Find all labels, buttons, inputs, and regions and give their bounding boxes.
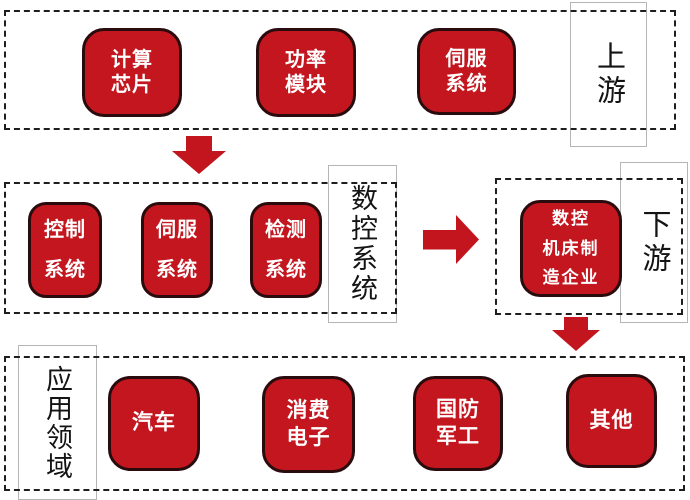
node-servo-system: 伺服 系统 bbox=[141, 202, 213, 298]
cnc-system-dashed-box bbox=[4, 182, 397, 314]
node-others: 其他 bbox=[566, 374, 657, 468]
node-power-module: 功率 模块 bbox=[256, 28, 356, 117]
node-detection-system-label: 检测 系统 bbox=[265, 219, 307, 281]
node-control-system: 控制 系统 bbox=[28, 202, 102, 298]
arrow-right-icon-cnc-to-downstream bbox=[423, 215, 479, 264]
arrow-down-icon-downstream-to-applications bbox=[552, 317, 600, 351]
node-automobile-label: 汽车 bbox=[132, 411, 176, 435]
node-others-label: 其他 bbox=[589, 408, 634, 432]
node-defense-military: 国防 军工 bbox=[413, 376, 503, 471]
node-automobile: 汽车 bbox=[108, 376, 200, 471]
downstream-dashed-box bbox=[495, 178, 683, 315]
node-cnc-machine-tool-manufacturer: 数控 机床制 造企业 bbox=[520, 200, 622, 297]
node-power-module-label: 功率 模块 bbox=[285, 48, 327, 96]
upstream-label: 上游 bbox=[592, 40, 625, 109]
upstream-dashed-box bbox=[4, 10, 676, 130]
arrow-down-icon-upstream-to-cnc bbox=[172, 136, 226, 174]
application-label: 应用领域 bbox=[42, 364, 72, 481]
node-servo-system-upstream: 伺服 系统 bbox=[417, 28, 516, 115]
node-computing-chip: 计算 芯片 bbox=[82, 28, 182, 117]
node-detection-system: 检测 系统 bbox=[250, 202, 322, 298]
application-dashed-box bbox=[4, 356, 685, 491]
node-servo-system-upstream-label: 伺服 系统 bbox=[445, 47, 488, 95]
node-cnc-machine-tool-manufacturer-label: 数控 机床制 造企业 bbox=[542, 208, 600, 288]
node-consumer-electronics-label: 消费 电子 bbox=[286, 399, 331, 449]
node-defense-military-label: 国防 军工 bbox=[436, 398, 480, 448]
node-consumer-electronics: 消费 电子 bbox=[262, 376, 355, 473]
node-control-system-label: 控制 系统 bbox=[44, 219, 86, 281]
node-servo-system-label: 伺服 系统 bbox=[156, 219, 198, 281]
upstream-label-frame bbox=[570, 2, 647, 147]
cnc-system-label: 数控系统 bbox=[347, 184, 377, 304]
downstream-label: 下游 bbox=[638, 208, 670, 277]
node-computing-chip-label: 计算 芯片 bbox=[111, 48, 153, 96]
